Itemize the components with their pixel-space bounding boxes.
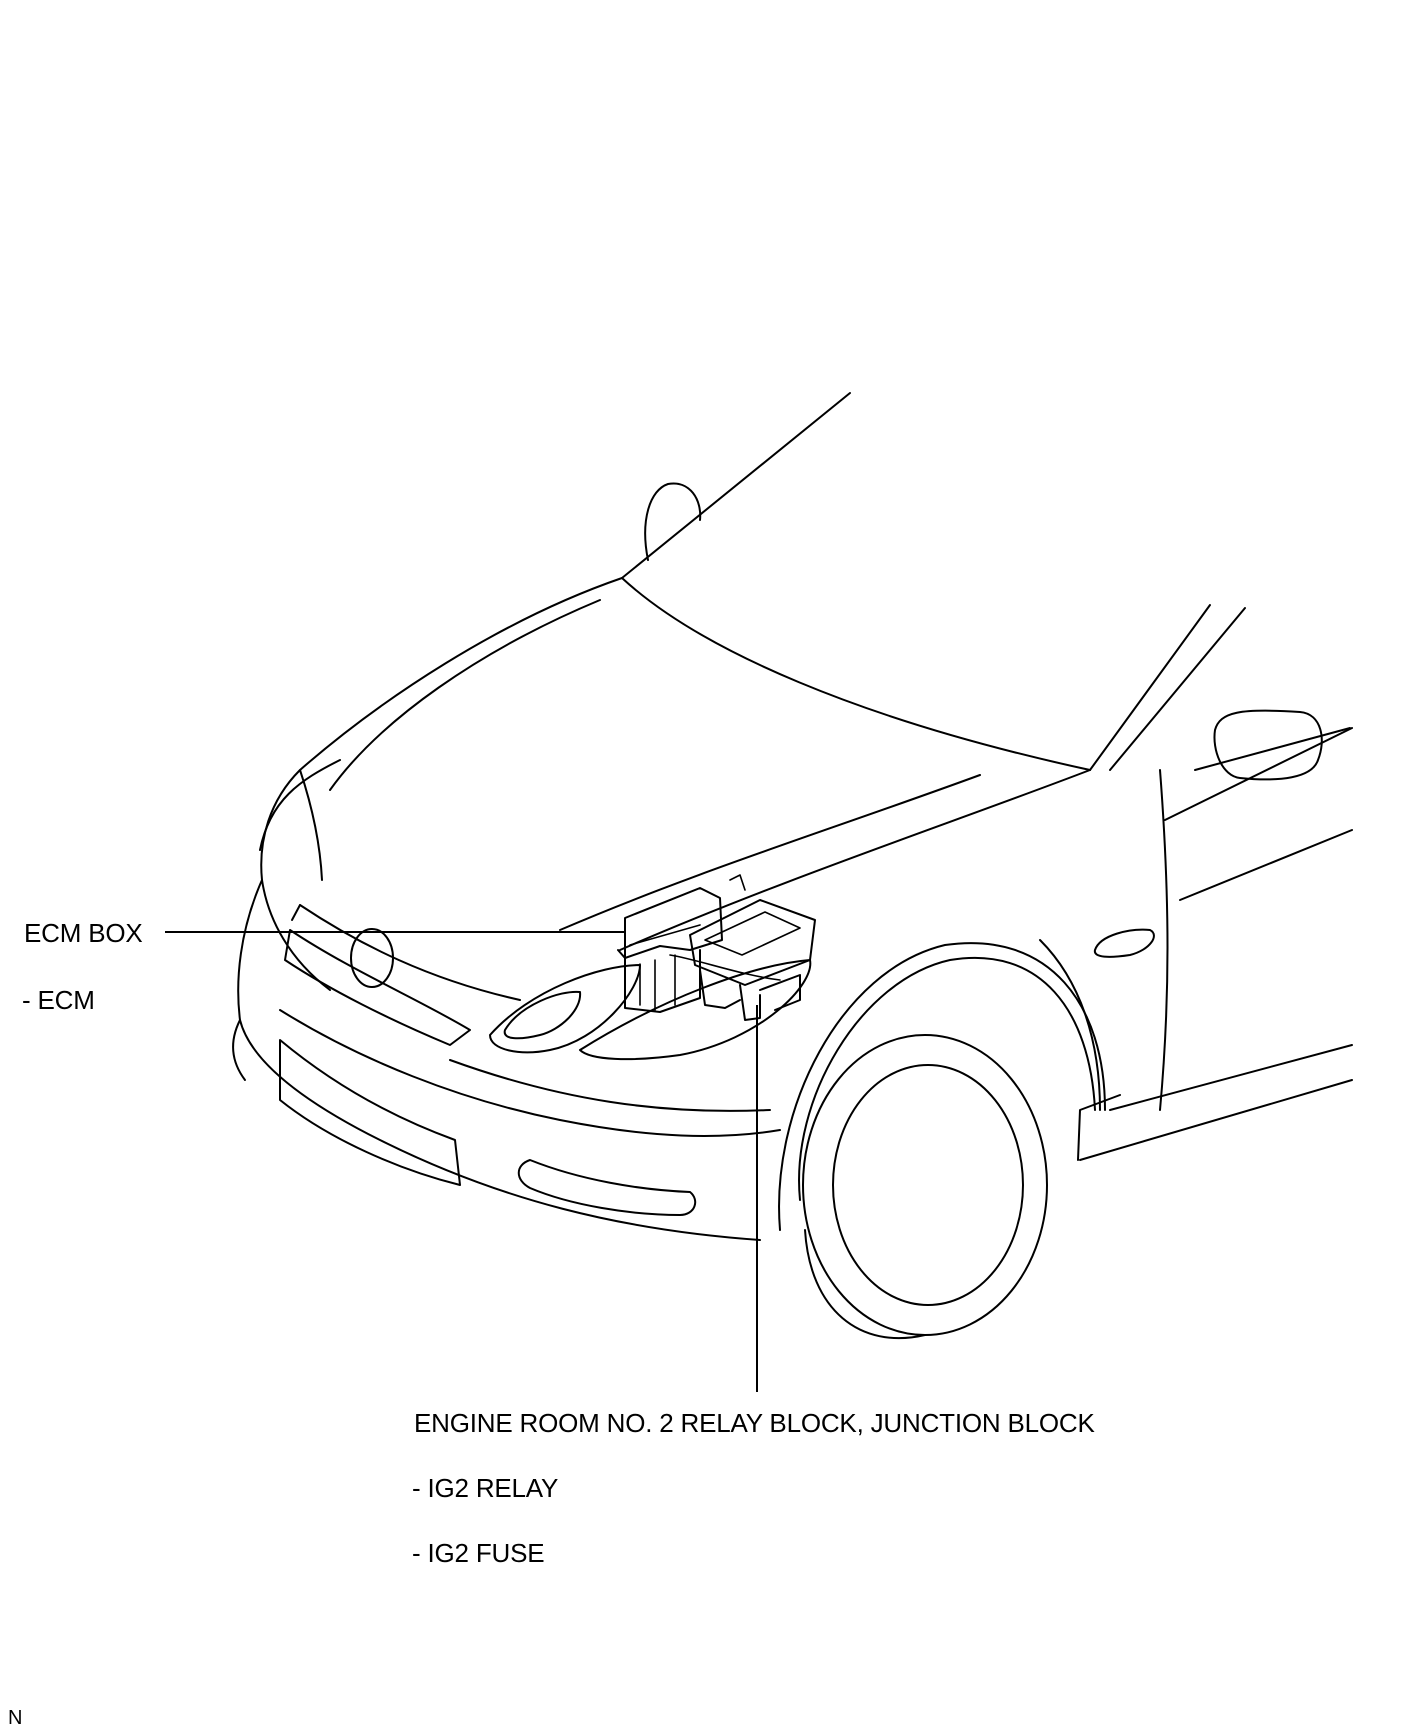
a-pillar (1089, 604, 1246, 1111)
hood-outline (260, 577, 1091, 951)
fog-light (517, 1159, 697, 1216)
side-body-lines (1077, 727, 1353, 1161)
ecm-label: - ECM (22, 985, 95, 1015)
right-mirror (1194, 709, 1351, 781)
left-mirror (644, 482, 702, 561)
front-bumper (232, 879, 781, 1241)
front-grille (284, 904, 521, 1046)
side-marker (1093, 928, 1155, 958)
ig2-fuse-label: - IG2 FUSE (412, 1538, 545, 1568)
windshield-outline (621, 392, 1091, 771)
relay-block (669, 874, 816, 1021)
ecm-box (617, 887, 723, 1013)
fender-arch (778, 939, 1106, 1231)
relay-block-label: ENGINE ROOM NO. 2 RELAY BLOCK, JUNCTION … (414, 1408, 1095, 1438)
headlight (489, 959, 812, 1061)
front-wheel (802, 1034, 1048, 1340)
ecm-box-label: ECM BOX (24, 918, 143, 948)
figure-code: N (8, 1707, 23, 1729)
ig2-relay-label: - IG2 RELAY (412, 1473, 559, 1503)
fender-edge (259, 759, 341, 881)
